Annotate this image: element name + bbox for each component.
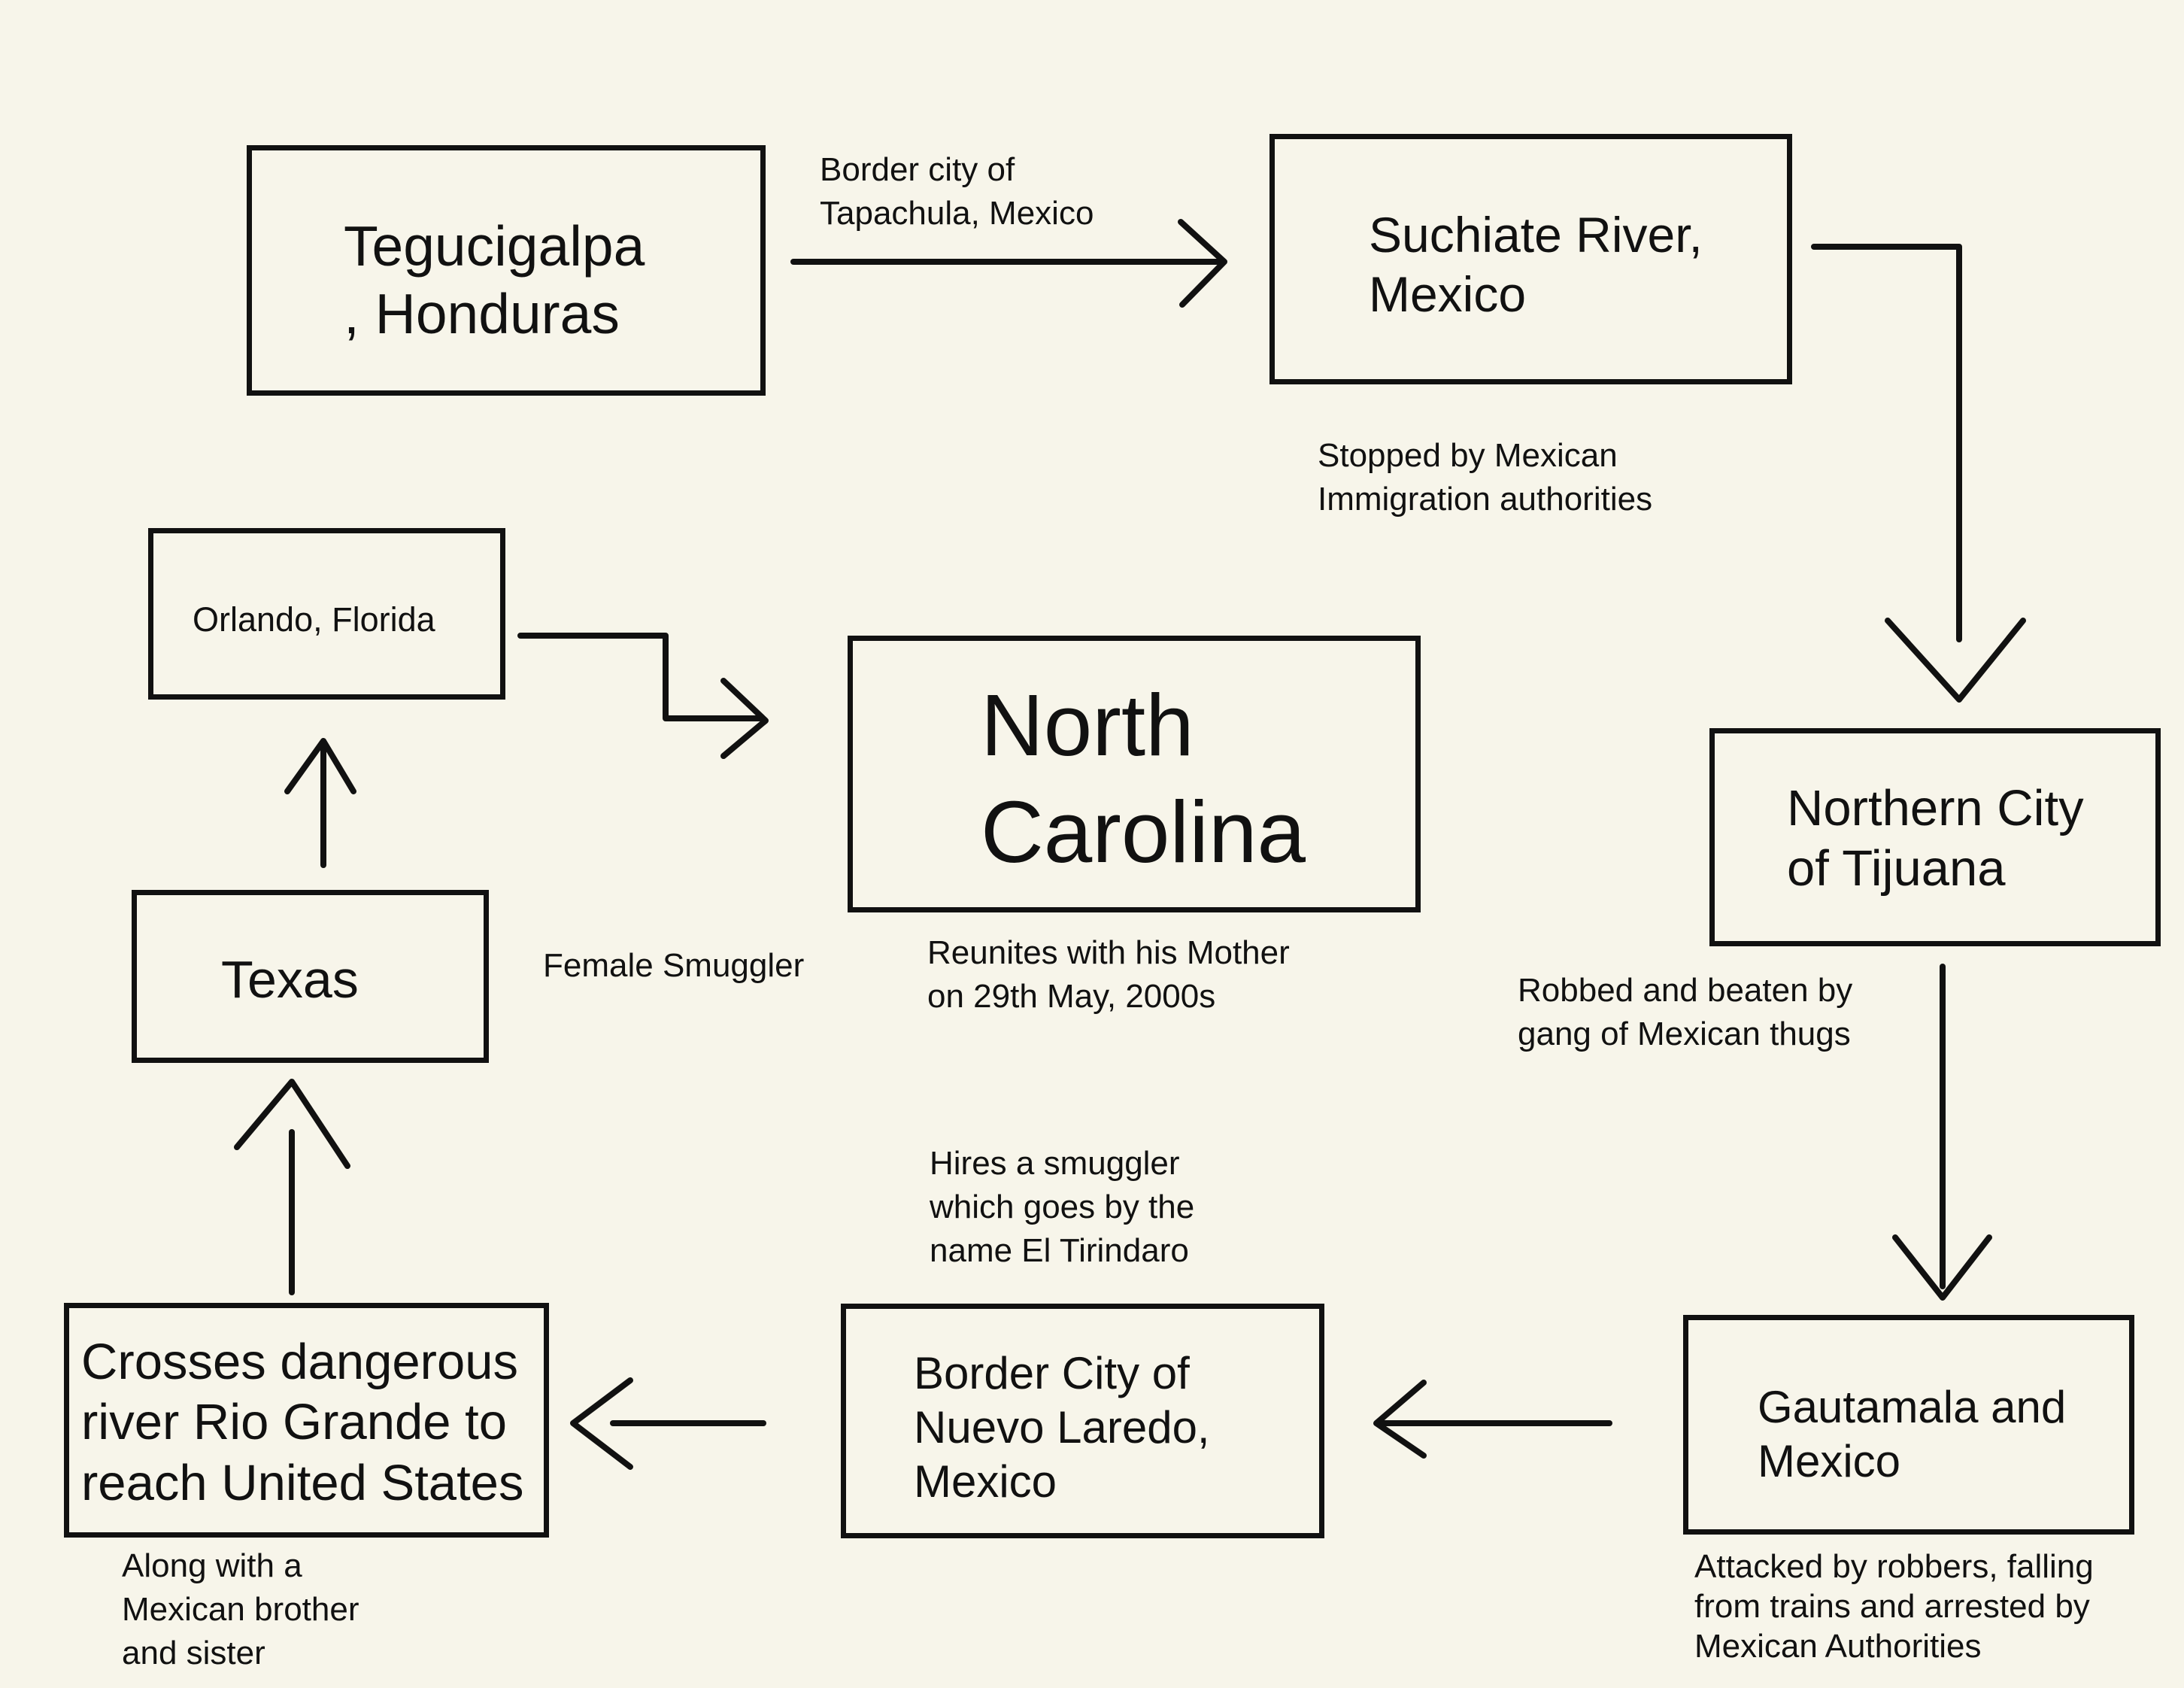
note-tapachula: Border city of Tapachula, Mexico	[820, 151, 1094, 232]
note-along: Along with a Mexican brother and sister	[122, 1547, 359, 1672]
node-tegucigalpa: Tegucigalpa , Honduras	[247, 145, 766, 396]
node-nuevo-laredo: Border City of Nuevo Laredo, Mexico	[841, 1304, 1324, 1538]
node-suchiate-river: Suchiate River, Mexico	[1269, 134, 1792, 384]
note-robbed: Robbed and beaten by gang of Mexican thu…	[1518, 972, 1853, 1053]
node-rio-grande: Crosses dangerous river Rio Grande to re…	[64, 1303, 549, 1538]
note-reunites: Reunites with his Mother on 29th May, 20…	[927, 934, 1290, 1016]
node-texas-label: Texas	[221, 950, 359, 1009]
node-rio-grande-label: Crosses dangerous river Rio Grande to re…	[81, 1334, 524, 1511]
node-tijuana: Northern City of Tijuana	[1709, 728, 2161, 946]
note-female-smuggler: Female Smuggler	[543, 947, 805, 984]
arrow-nuevo-laredo-to-rio-grande	[570, 1377, 766, 1470]
arrow-texas-to-orlando	[284, 738, 356, 868]
arrow-orlando-to-north-carolina	[517, 633, 769, 759]
node-guatemala-label: Gautamala and Mexico	[1758, 1382, 2067, 1486]
arrow-tegucigalpa-to-suchiate	[790, 219, 1227, 308]
node-orlando: Orlando, Florida	[148, 528, 505, 700]
note-stopped: Stopped by Mexican Immigration authoriti…	[1318, 437, 1653, 518]
node-tijuana-label: Northern City of Tijuana	[1787, 780, 2084, 897]
arrow-suchiate-to-tijuana	[1811, 244, 2026, 703]
node-texas: Texas	[132, 890, 489, 1063]
note-attacked: Attacked by robbers, falling from trains…	[1694, 1548, 2094, 1665]
note-hires: Hires a smuggler which goes by the name …	[930, 1145, 1195, 1270]
arrow-tijuana-to-guatemala	[1892, 964, 1992, 1301]
arrow-rio-grande-to-texas	[234, 1079, 350, 1295]
node-north-carolina-label: North Carolina	[981, 676, 1306, 881]
node-guatemala: Gautamala and Mexico	[1683, 1315, 2134, 1535]
node-nuevo-laredo-label: Border City of Nuevo Laredo, Mexico	[914, 1348, 1210, 1507]
node-orlando-label: Orlando, Florida	[193, 600, 435, 639]
node-suchiate-river-label: Suchiate River, Mexico	[1369, 207, 1703, 323]
node-north-carolina: North Carolina	[848, 636, 1421, 912]
node-tegucigalpa-label: Tegucigalpa , Honduras	[344, 214, 645, 345]
arrow-guatemala-to-nuevo-laredo	[1373, 1380, 1612, 1459]
